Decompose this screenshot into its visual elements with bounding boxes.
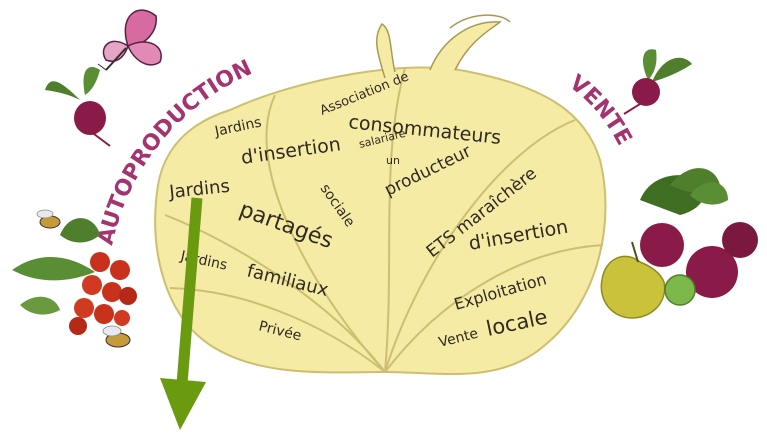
- beet-icon: [624, 49, 692, 114]
- butterfly-icon: [98, 10, 161, 70]
- label-un: un: [386, 154, 400, 167]
- beet-icon: [45, 67, 110, 146]
- vegetables-icon: [601, 168, 758, 318]
